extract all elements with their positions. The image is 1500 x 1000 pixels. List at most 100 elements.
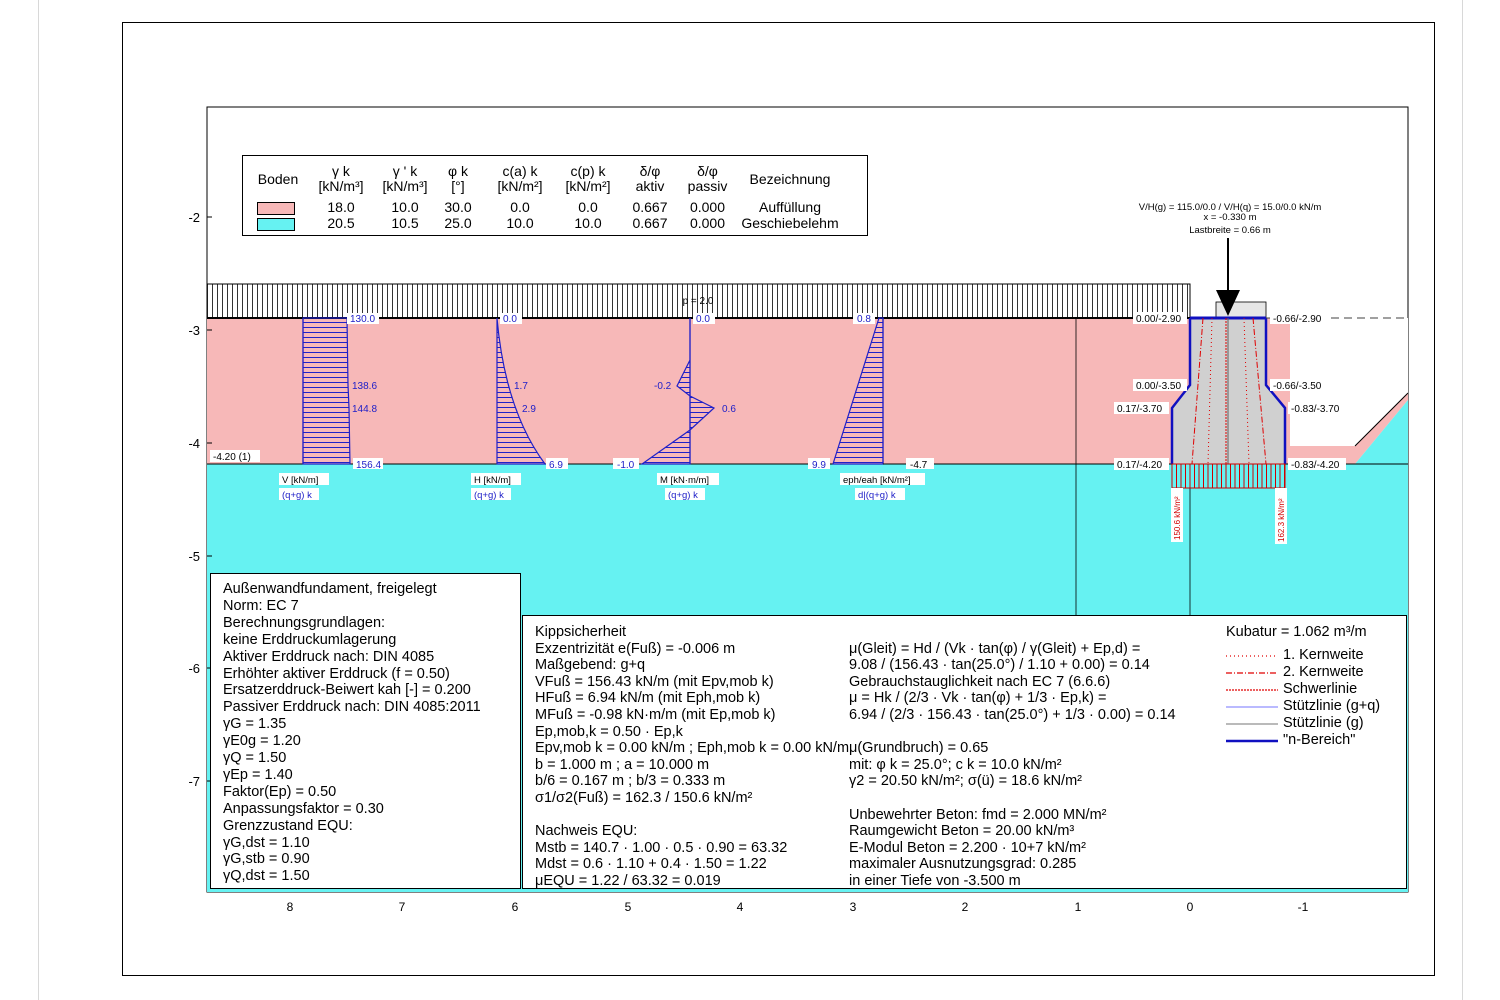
soil-header-cell: c(a) k [kN/m²] xyxy=(497,163,543,194)
result-line: in einer Tiefe von -3.500 m xyxy=(849,873,1021,889)
soil-cell: 18.0 xyxy=(327,199,355,215)
soil-cell: 0.667 xyxy=(632,199,668,215)
result-line: Epv,mob k = 0.00 kN/m ; Eph,mob k = 0.00… xyxy=(535,740,850,757)
v-label: 130.0 xyxy=(350,314,375,325)
soil-cell: 0.0 xyxy=(578,199,598,215)
e-label: 0.8 xyxy=(857,314,871,325)
m-label: 0.6 xyxy=(722,404,736,415)
y-tick-label: -5 xyxy=(188,549,200,564)
info-line: Aktiver Erddruck nach: DIN 4085 xyxy=(223,648,435,665)
surcharge-label: p = 2.0 xyxy=(683,296,714,307)
load-arrow-head xyxy=(1216,290,1240,316)
info-line: γQ = 1.50 xyxy=(223,750,287,766)
result-line: Mdst = 0.6 · 1.10 + 0.4 · 1.50 = 1.22 xyxy=(535,856,767,873)
legend-item-label: Schwerlinie xyxy=(1283,681,1358,697)
info-line: γG,dst = 1.10 xyxy=(223,834,310,851)
y-tick-label: -2 xyxy=(188,210,200,225)
legend-item-label: "n-Bereich" xyxy=(1283,732,1356,748)
soil-cell: 0.000 xyxy=(689,215,726,231)
info-line: Faktor(Ep) = 0.50 xyxy=(223,783,337,800)
v-title: V [kN/m] xyxy=(282,475,318,486)
x-tick-label: 4 xyxy=(737,900,744,914)
legend-line-sample xyxy=(1226,655,1278,657)
core-line xyxy=(1243,317,1250,465)
result-line: Mstb = 140.7 · 1.00 · 0.5 · 0.90 = 63.32 xyxy=(535,839,788,856)
result-line: HFuß = 6.94 kN/m (mit Eph,mob k) xyxy=(535,690,761,707)
soil-cell: 10.0 xyxy=(574,215,602,231)
h-label: 0.0 xyxy=(503,314,517,325)
result-line: Ep,mob,k = 0.50 · Ep,k xyxy=(535,723,683,740)
coord-label: -0.83/-3.70 xyxy=(1291,404,1340,415)
load-text: Lastbreite = 0.66 m xyxy=(1189,225,1271,236)
legend-item-label: Stützlinie (g+q) xyxy=(1283,698,1381,714)
soil-cell: Geschiebelehm xyxy=(741,215,839,231)
depth-label: -4.20 (1) xyxy=(213,452,251,463)
soil-header-cell: φ k [°] xyxy=(448,163,468,194)
x-tick-label: 2 xyxy=(962,900,969,914)
load-text: V/H(g) = 115.0/0.0 / V/H(q) = 15.0/0.0 k… xyxy=(1139,202,1322,213)
result-line: b = 1.000 m ; a = 10.000 m xyxy=(535,756,710,773)
m-sub: (q+g) k xyxy=(668,490,698,501)
result-line: Raumgewicht Beton = 20.00 kN/m³ xyxy=(849,823,1075,840)
coord-label: -0.66/-3.50 xyxy=(1273,381,1322,392)
result-line: Nachweis EQU: xyxy=(535,823,638,840)
window-left-edge xyxy=(38,0,39,1000)
legend-item-label: 2. Kernweite xyxy=(1283,664,1364,680)
info-line: γG = 1.35 xyxy=(223,716,287,733)
coord-label: 0.00/-3.50 xyxy=(1136,381,1181,392)
soil-cell: 30.0 xyxy=(444,199,472,215)
x-tick-label: 8 xyxy=(287,900,294,914)
result-line: Exzentrizität e(Fuß) = -0.006 m xyxy=(535,640,736,657)
coord-label: 0.17/-4.20 xyxy=(1117,460,1162,471)
v-sub: (q+g) k xyxy=(282,490,312,501)
coord-label: -0.66/-2.90 xyxy=(1273,314,1322,325)
result-line: Unbewehrter Beton: fmd = 2.000 MN/m² xyxy=(849,806,1107,823)
h-label: 2.9 xyxy=(522,404,536,415)
h-diagram-fill xyxy=(496,317,547,465)
result-line: VFuß = 156.43 kN/m (mit Epv,mob k) xyxy=(535,673,774,690)
x-tick-label: 1 xyxy=(1075,900,1082,914)
info-line: Ersatzerddruck-Beiwert kah [-] = 0.200 xyxy=(223,682,471,699)
result-line: E-Modul Beton = 2.200 · 10+7 kN/m² xyxy=(849,839,1086,856)
result-line: maximaler Ausnutzungsgrad: 0.285 xyxy=(849,856,1077,873)
legend-item-label: 1. Kernweite xyxy=(1283,647,1364,663)
soil-header-cell: Boden xyxy=(257,171,299,187)
legend-line-sample xyxy=(1226,706,1278,708)
e-label: 9.9 xyxy=(812,460,826,471)
e-title: eph/eah [kN/m²] xyxy=(843,475,911,486)
soil-cell: 0.0 xyxy=(510,199,530,215)
result-line: σ1/σ2(Fuß) = 162.3 / 150.6 kN/m² xyxy=(535,790,753,806)
info-line: Berechnungsgrundlagen: xyxy=(223,614,386,631)
x-tick-label: 0 xyxy=(1187,900,1194,914)
coord-label: 0.00/-2.90 xyxy=(1136,314,1181,325)
soil-header-cell: c(p) k [kN/m²] xyxy=(565,163,611,194)
soil-color-swatch xyxy=(257,218,295,231)
legend-line-sample xyxy=(1226,689,1278,691)
n-range-right xyxy=(1264,318,1287,464)
m-label: 0.0 xyxy=(696,314,710,325)
soil-header-cell: δ/φ passiv xyxy=(687,163,728,194)
result-line: μ(Gleit) = Hd / (Vk · tan(φ) / γ(Gleit) … xyxy=(849,640,1141,657)
soil-cell: 25.0 xyxy=(444,215,472,231)
core-line-2 xyxy=(1252,317,1267,465)
info-line: Passiver Erddruck nach: DIN 4085:2011 xyxy=(223,699,481,716)
soil-cell: 20.5 xyxy=(327,215,355,231)
legend-title: Kubatur = 1.062 m³/m xyxy=(1226,624,1367,640)
result-line: μEQU = 1.22 / 63.32 = 0.019 xyxy=(535,873,721,889)
info-line: Erhöhter aktiver Erddruck (f = 0.50) xyxy=(223,665,450,682)
slope-line xyxy=(1354,392,1409,447)
soil-cell: Auffüllung xyxy=(758,199,821,215)
x-tick-label: 6 xyxy=(512,900,519,914)
info-line: Außenwandfundament, freigelegt xyxy=(223,581,437,597)
soil-color-swatch xyxy=(257,202,295,215)
result-line: μ(Grundbruch) = 0.65 xyxy=(849,740,989,757)
soil-header-cell: δ/φ aktiv xyxy=(635,163,665,194)
surcharge-load xyxy=(206,283,1191,319)
legend-item-label: Stützlinie (g) xyxy=(1283,715,1364,731)
m-label: -0.2 xyxy=(654,381,672,392)
h-label: 6.9 xyxy=(549,460,563,471)
y-axis: -2 -3 -4 -5 -6 -7 xyxy=(188,210,212,789)
y-tick-label: -4 xyxy=(188,436,200,451)
stress-label-left: 150.6 kN/m² xyxy=(1173,496,1182,540)
soil-header-cell: Bezeichnung xyxy=(749,171,831,187)
